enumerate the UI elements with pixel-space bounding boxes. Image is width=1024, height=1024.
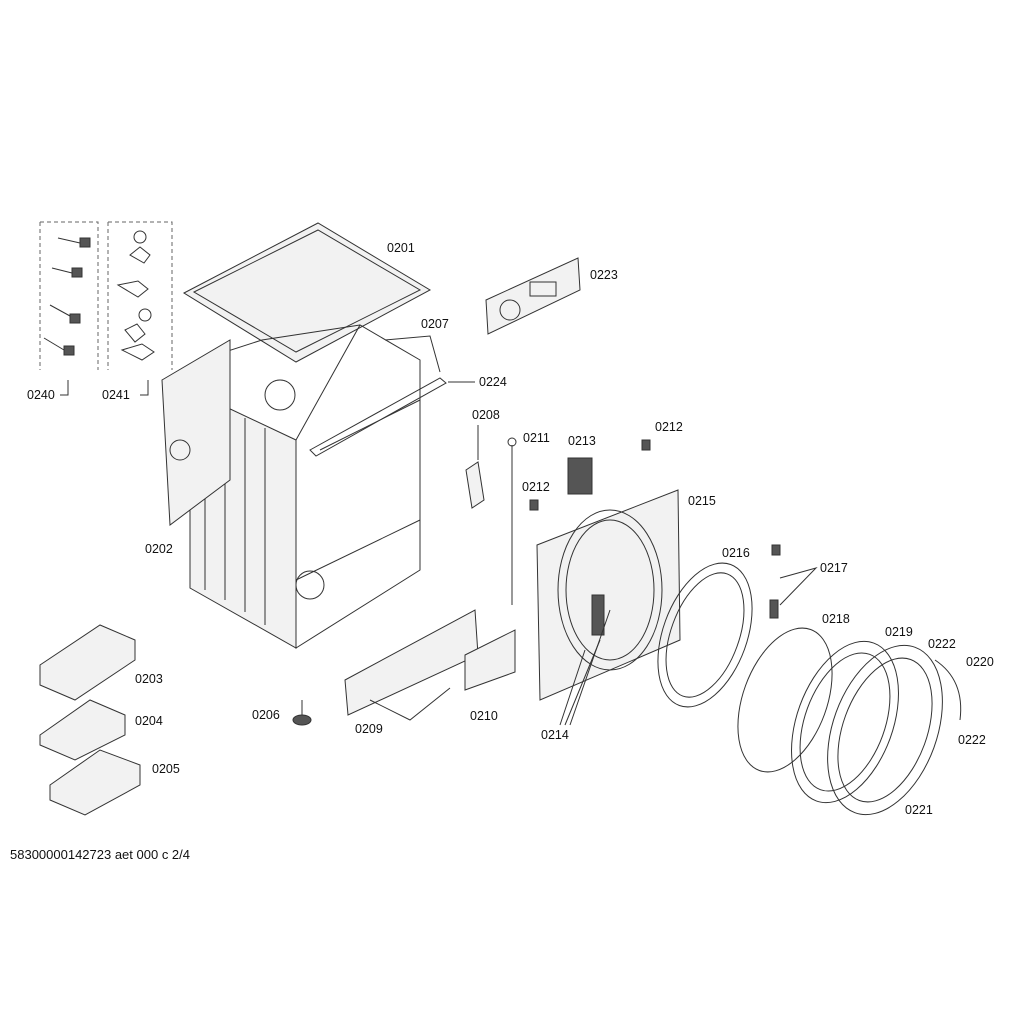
- clips: [116, 230, 155, 361]
- part-0208: [465, 461, 485, 509]
- kit-0241-box: [107, 221, 173, 396]
- label-0222-bottom: 0222: [958, 733, 986, 747]
- flap-0210: [464, 629, 516, 691]
- label-0204: 0204: [135, 714, 163, 728]
- label-0218: 0218: [822, 612, 850, 626]
- label-0213: 0213: [568, 434, 596, 448]
- label-0210: 0210: [470, 709, 498, 723]
- screws: [43, 237, 91, 356]
- label-0211: 0211: [523, 431, 550, 445]
- label-0212-left: 0212: [522, 480, 550, 494]
- front-panel: [536, 489, 681, 701]
- door-glass-0218: [737, 627, 833, 773]
- label-0223: 0223: [590, 268, 618, 282]
- door-ring-0219: [791, 640, 899, 804]
- label-0209: 0209: [355, 722, 383, 736]
- crossbar-0224: [309, 335, 475, 457]
- drawing-reference-number: 58300000142723 aet 000 c 2/4: [10, 847, 191, 862]
- label-0217: 0217: [820, 561, 848, 575]
- label-0216: 0216: [722, 546, 750, 560]
- label-0214: 0214: [541, 728, 569, 742]
- control-panel: [485, 257, 581, 335]
- label-0219: 0219: [885, 625, 913, 639]
- kit-0240-box: [39, 221, 99, 396]
- top-cover: [182, 222, 432, 363]
- label-0222-top: 0222: [928, 637, 956, 651]
- label-0203: 0203: [135, 672, 163, 686]
- label-0208: 0208: [472, 408, 500, 422]
- part-0213: [567, 457, 593, 495]
- label-0212-top: 0212: [655, 420, 683, 434]
- door-ring-0216: [657, 562, 753, 708]
- label-0224: 0224: [479, 375, 507, 389]
- label-0215: 0215: [688, 494, 716, 508]
- label-0220: 0220: [966, 655, 994, 669]
- label-0207: 0207: [421, 317, 449, 331]
- label-0202: 0202: [145, 542, 173, 556]
- side-panel-0202: [161, 339, 231, 526]
- label-0201: 0201: [387, 241, 415, 255]
- label-0240: 0240: [27, 388, 55, 402]
- foot-0206: [292, 700, 312, 726]
- label-0205: 0205: [152, 762, 180, 776]
- door-ring-0221: [827, 644, 943, 816]
- label-0241: 0241: [102, 388, 130, 402]
- label-0206: 0206: [252, 708, 280, 722]
- label-0221: 0221: [905, 803, 933, 817]
